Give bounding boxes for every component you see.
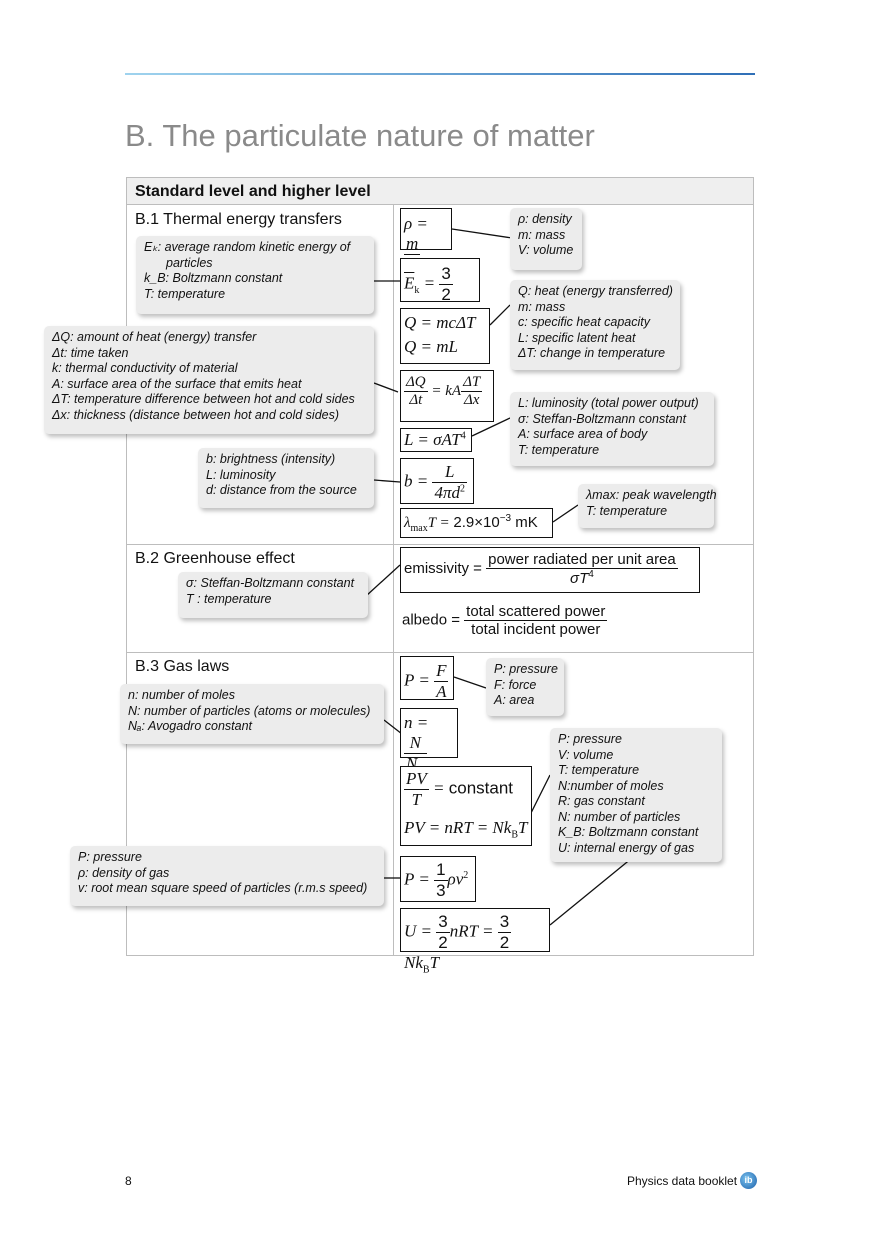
table-header: Standard level and higher level — [126, 177, 754, 205]
section-title-b2: B.2 Greenhouse effect — [135, 550, 295, 567]
stefan-boltzmann-equation: L = σAT4 — [400, 428, 472, 452]
page-title: B. The particulate nature of matter — [125, 118, 595, 153]
section-divider — [126, 652, 754, 653]
density-equation: ρ = mV — [400, 208, 452, 274]
header-rule — [125, 73, 755, 75]
emissivity-equation: emissivity = power radiated per unit are… — [400, 547, 700, 593]
section-divider — [126, 544, 754, 545]
kinetic-energy-equation: Ek = 32kBT — [400, 258, 480, 327]
column-divider — [393, 205, 394, 956]
page-number: 8 — [125, 1174, 132, 1188]
section-title-b1: B.1 Thermal energy transfers — [135, 211, 342, 228]
ib-logo-icon: ib — [740, 1172, 757, 1189]
footer-title: Physics data booklet — [627, 1174, 738, 1188]
wien-equation: λmaxT = 2.9×10−3 mK — [400, 508, 553, 538]
section-title-b3: B.3 Gas laws — [135, 658, 230, 675]
moles-equation: n = NNA — [400, 708, 458, 776]
luminosity-note: L: luminosity (total power output)σ: Ste… — [510, 392, 714, 466]
